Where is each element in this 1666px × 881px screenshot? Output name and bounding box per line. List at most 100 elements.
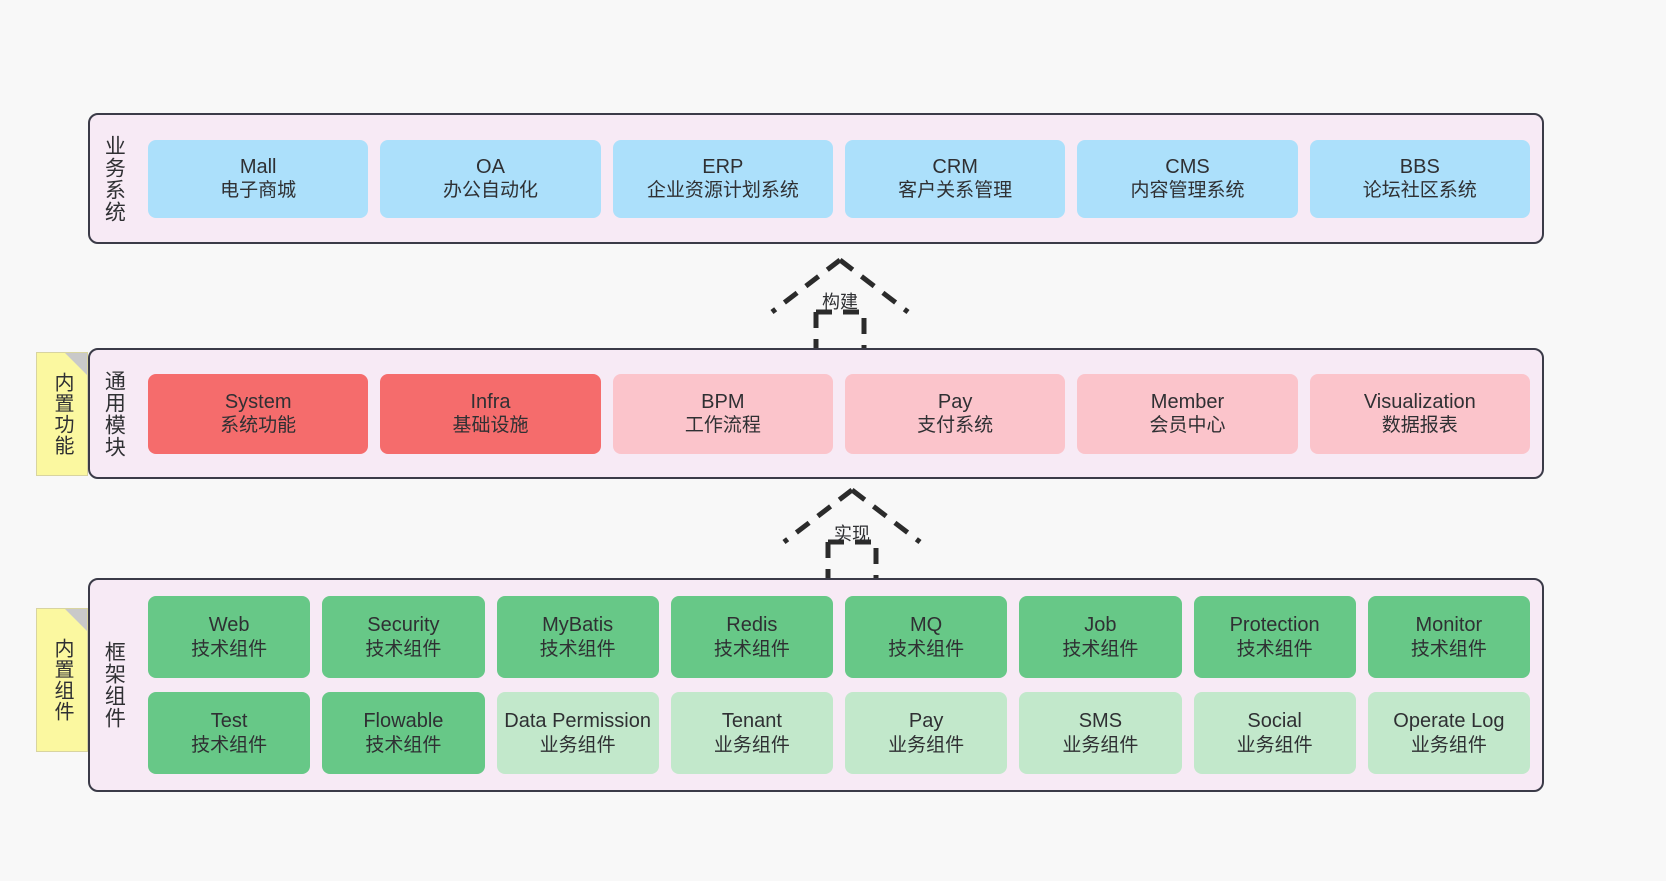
node-security[interactable]: Security 技术组件 — [322, 596, 485, 678]
node-subtitle: 会员中心 — [1149, 415, 1226, 437]
node-row: Mall 电子商城 OA 办公自动化 ERP 企业资源计划系统 CRM 客户关系… — [148, 139, 1530, 218]
layer-title-business: 业务系统 — [102, 134, 126, 223]
node-row: Test 技术组件 Flowable 技术组件 Data Permission … — [148, 692, 1530, 774]
node-redis[interactable]: Redis 技术组件 — [670, 596, 833, 678]
node-title: Social — [1247, 710, 1302, 733]
node-title: Tenant — [721, 710, 782, 733]
node-title: Flowable — [363, 710, 444, 733]
node-member[interactable]: Member 会员中心 — [1077, 373, 1298, 454]
node-title: Operate Log — [1393, 710, 1505, 733]
node-subtitle: 技术组件 — [1236, 638, 1313, 660]
node-title: Pay — [908, 710, 944, 733]
note-builtin-features: 内置功能 — [36, 352, 88, 476]
node-subtitle: 业务组件 — [713, 734, 790, 756]
node-pay-business[interactable]: Pay 业务组件 — [845, 692, 1008, 774]
node-subtitle: 技术组件 — [1410, 638, 1487, 660]
node-subtitle: 论坛社区系统 — [1362, 180, 1477, 202]
node-subtitle: 业务组件 — [1236, 734, 1313, 756]
note-builtin-components: 内置组件 — [36, 608, 88, 752]
node-subtitle: 内容管理系统 — [1130, 180, 1245, 202]
node-social[interactable]: Social 业务组件 — [1193, 692, 1356, 774]
node-test[interactable]: Test 技术组件 — [148, 692, 311, 774]
node-title: CRM — [932, 155, 978, 178]
node-monitor[interactable]: Monitor 技术组件 — [1367, 596, 1530, 678]
node-system[interactable]: System 系统功能 — [148, 373, 369, 454]
node-title: Member — [1150, 390, 1225, 413]
layer-body-frame: Web 技术组件 Security 技术组件 MyBatis 技术组件 Redi… — [136, 580, 1542, 790]
layer-common-modules: 通用模块 System 系统功能 Infra 基础设施 BPM 工作流程 Pay… — [88, 348, 1544, 479]
layer-framework-components: 框架组件 Web 技术组件 Security 技术组件 MyBatis 技术组件… — [88, 578, 1544, 792]
connector-implement-label: 实现 — [834, 524, 870, 544]
layer-business-system: 业务系统 Mall 电子商城 OA 办公自动化 ERP 企业资源计划系统 CRM… — [88, 113, 1544, 244]
node-subtitle: 技术组件 — [365, 638, 442, 660]
node-title: Infra — [470, 390, 511, 413]
note-label: 内置功能 — [51, 372, 73, 456]
layer-body-business: Mall 电子商城 OA 办公自动化 ERP 企业资源计划系统 CRM 客户关系… — [136, 115, 1542, 242]
node-title: MyBatis — [542, 614, 614, 637]
node-subtitle: 数据报表 — [1381, 415, 1458, 437]
node-title: Job — [1084, 614, 1117, 637]
node-subtitle: 支付系统 — [917, 415, 994, 437]
layer-title-modules: 通用模块 — [102, 369, 126, 458]
node-subtitle: 技术组件 — [539, 638, 616, 660]
node-web[interactable]: Web 技术组件 — [148, 596, 311, 678]
node-title: Security — [367, 614, 440, 637]
node-title: Data Permission — [504, 710, 651, 733]
connector-build: 构建 — [760, 256, 920, 348]
node-bbs[interactable]: BBS 论坛社区系统 — [1309, 139, 1530, 218]
connector-implement: 实现 — [772, 486, 932, 578]
node-infra[interactable]: Infra 基础设施 — [380, 373, 601, 454]
dashed-generalization-arrow-icon — [782, 488, 922, 578]
node-subtitle: 业务组件 — [1062, 734, 1139, 756]
node-cms[interactable]: CMS 内容管理系统 — [1077, 139, 1298, 218]
node-data-permission[interactable]: Data Permission 业务组件 — [496, 692, 659, 774]
node-subtitle: 技术组件 — [191, 638, 268, 660]
node-row: System 系统功能 Infra 基础设施 BPM 工作流程 Pay 支付系统… — [148, 373, 1530, 454]
node-title: Pay — [937, 390, 973, 413]
node-subtitle: 技术组件 — [191, 734, 268, 756]
node-erp[interactable]: ERP 企业资源计划系统 — [612, 139, 833, 218]
node-oa[interactable]: OA 办公自动化 — [380, 139, 601, 218]
node-mall[interactable]: Mall 电子商城 — [148, 139, 369, 218]
layer-title-frame: 框架组件 — [102, 641, 126, 729]
node-subtitle: 企业资源计划系统 — [646, 180, 799, 202]
node-tenant[interactable]: Tenant 业务组件 — [670, 692, 833, 774]
node-subtitle: 业务组件 — [888, 734, 965, 756]
node-job[interactable]: Job 技术组件 — [1019, 596, 1182, 678]
node-title: ERP — [702, 155, 744, 178]
node-title: Redis — [726, 614, 778, 637]
node-subtitle: 基础设施 — [452, 415, 529, 437]
node-subtitle: 技术组件 — [1062, 638, 1139, 660]
node-visualization[interactable]: Visualization 数据报表 — [1309, 373, 1530, 454]
node-subtitle: 业务组件 — [1410, 734, 1487, 756]
note-label: 内置组件 — [51, 638, 73, 722]
node-subtitle: 办公自动化 — [442, 180, 538, 202]
node-title: BPM — [701, 390, 745, 413]
node-mq[interactable]: MQ 技术组件 — [845, 596, 1008, 678]
node-subtitle: 电子商城 — [220, 180, 297, 202]
node-row: Web 技术组件 Security 技术组件 MyBatis 技术组件 Redi… — [148, 596, 1530, 678]
node-pay[interactable]: Pay 支付系统 — [844, 373, 1066, 454]
dashed-generalization-arrow-icon — [770, 258, 910, 348]
node-title: Protection — [1229, 614, 1320, 637]
node-subtitle: 技术组件 — [365, 734, 442, 756]
node-title: Test — [210, 710, 248, 733]
node-mybatis[interactable]: MyBatis 技术组件 — [496, 596, 659, 678]
node-operate-log[interactable]: Operate Log 业务组件 — [1367, 692, 1530, 774]
node-title: MQ — [910, 614, 943, 637]
node-title: CMS — [1165, 155, 1210, 178]
node-title: Visualization — [1363, 390, 1476, 413]
node-flowable[interactable]: Flowable 技术组件 — [322, 692, 485, 774]
node-subtitle: 工作流程 — [684, 415, 761, 437]
node-title: System — [224, 390, 292, 413]
node-title: SMS — [1078, 710, 1123, 733]
layer-body-modules: System 系统功能 Infra 基础设施 BPM 工作流程 Pay 支付系统… — [136, 350, 1542, 477]
node-sms[interactable]: SMS 业务组件 — [1019, 692, 1182, 774]
node-subtitle: 客户关系管理 — [898, 180, 1013, 202]
node-title: BBS — [1399, 155, 1440, 178]
node-bpm[interactable]: BPM 工作流程 — [612, 373, 833, 454]
node-crm[interactable]: CRM 客户关系管理 — [844, 139, 1066, 218]
node-protection[interactable]: Protection 技术组件 — [1193, 596, 1356, 678]
node-subtitle: 业务组件 — [539, 734, 616, 756]
